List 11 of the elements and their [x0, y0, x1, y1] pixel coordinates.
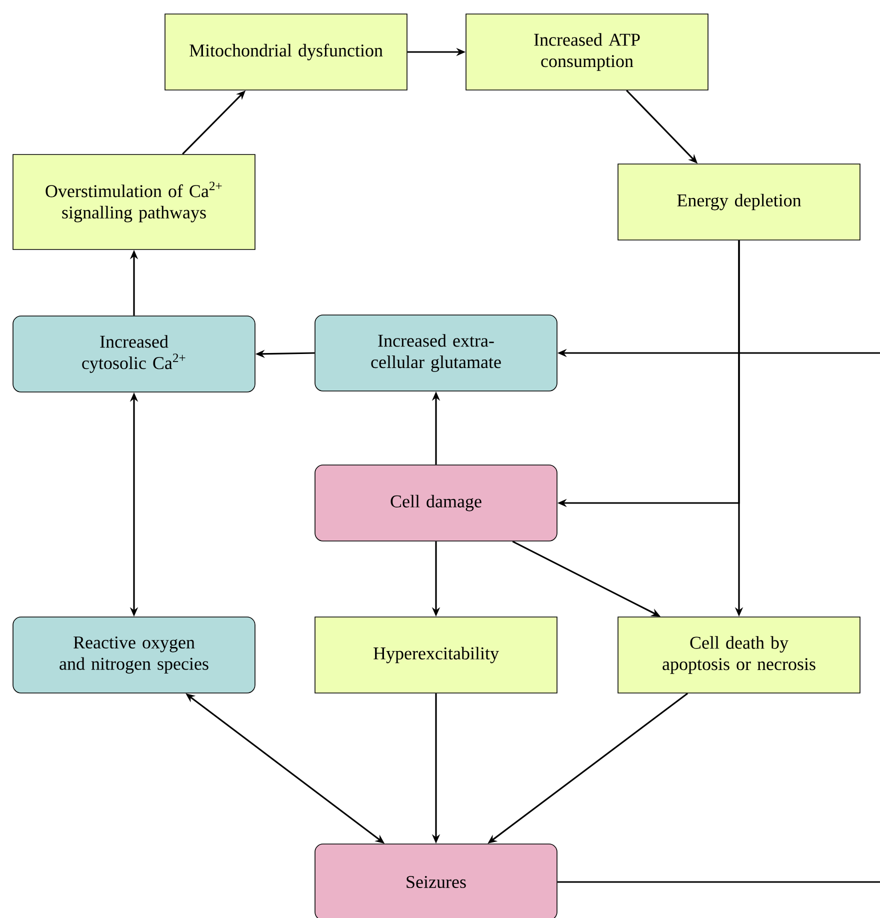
process-box: Hyperexcitability — [314, 616, 558, 694]
rounded-box: Seizures — [314, 844, 558, 918]
rounded-box: Increased cytosolic Ca$^{2+}$ — [12, 316, 256, 392]
rounded-box: Increased extra-cellular glutamate — [314, 314, 558, 392]
process-box: Mitochondrial dysfunction — [164, 14, 408, 90]
process-box: Increased ATP consumption — [466, 14, 708, 90]
rounded-box: Reactive oxygen and nitrogen species — [12, 616, 256, 694]
rounded-box: Cell damage — [314, 464, 558, 542]
process-box: Cell death by apoptosis or necrosis — [618, 616, 860, 694]
process-box: Overstimulation of Ca$^{2+}$ signalling pathways — [12, 154, 256, 250]
process-box: Energy depletion — [618, 164, 860, 240]
